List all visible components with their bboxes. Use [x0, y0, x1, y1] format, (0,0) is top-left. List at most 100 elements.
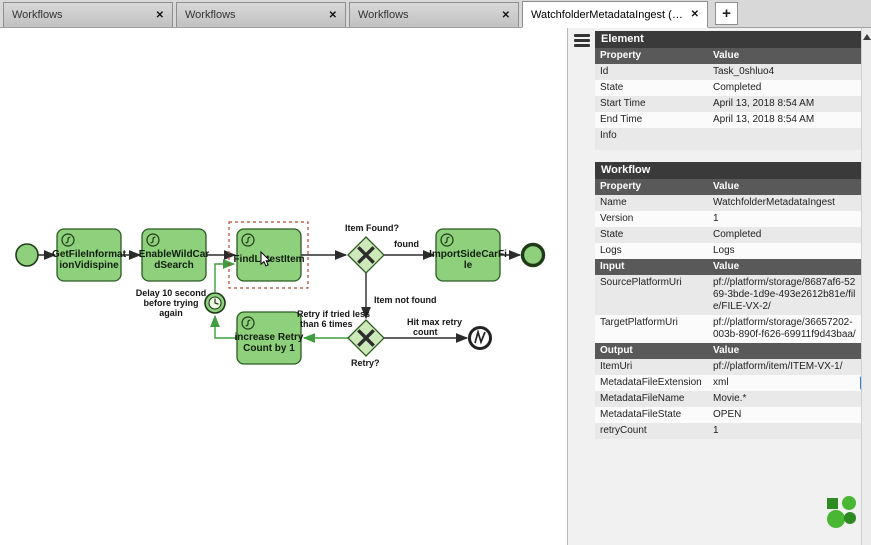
script-task-icon	[61, 233, 75, 247]
output-col-header: Output	[595, 343, 708, 359]
flow-label-hit-max-retry: count	[413, 327, 438, 337]
scroll-up-arrow[interactable]	[863, 34, 871, 40]
value-cell: April 13, 2018 8:54 AM	[708, 96, 861, 112]
value-cell: xml	[708, 375, 861, 391]
close-icon[interactable]: ✕	[155, 9, 164, 21]
task-label: ionVidispine	[59, 260, 119, 271]
logs-link[interactable]: Logs	[708, 243, 861, 259]
table-row: State Completed	[595, 227, 861, 243]
value-cell: April 13, 2018 8:54 AM	[708, 112, 861, 128]
gateway-retry[interactable]	[347, 319, 385, 357]
script-task-icon	[440, 233, 454, 247]
diagram-canvas[interactable]: GetFileInformat ionVidispine EnableWildC…	[0, 28, 567, 545]
close-icon[interactable]: ✕	[328, 9, 337, 21]
property-cell: Logs	[595, 243, 708, 259]
task-label: ImportSideCarFi	[429, 249, 507, 260]
value-cell: WatchfolderMetadataIngest	[708, 195, 861, 211]
task-label: EnableWildCar	[139, 249, 210, 260]
close-icon[interactable]: ✕	[690, 9, 699, 20]
property-cell: SourcePlatformUri	[595, 275, 708, 315]
close-icon[interactable]: ✕	[501, 9, 510, 21]
table-row: Id Task_0shluo4	[595, 64, 861, 80]
property-cell: retryCount	[595, 423, 708, 439]
value-cell: Completed	[708, 227, 861, 243]
flow-label-item-found: Item Found?	[345, 223, 399, 233]
task-label: le	[464, 260, 473, 271]
task-findlatestitem[interactable]: FindLatestItem	[228, 221, 309, 289]
task-importsidecarfile[interactable]: ImportSideCarFi le	[429, 228, 507, 282]
input-subheader-row: Input Value	[595, 259, 861, 275]
property-cell: Start Time	[595, 96, 708, 112]
new-tab-button[interactable]: +	[715, 2, 738, 25]
table-row: TargetPlatformUri pf://platform/storage/…	[595, 315, 861, 343]
value-cell: 1	[708, 423, 861, 439]
menu-icon[interactable]	[574, 34, 590, 47]
tab-workflows-2[interactable]: Workflows ✕	[176, 2, 346, 27]
mouse-cursor-icon	[260, 250, 272, 267]
element-properties-table: Property Value Id Task_0shluo4 State Com…	[595, 48, 861, 150]
property-cell: Info	[595, 128, 708, 150]
value-cell: Completed	[708, 80, 861, 96]
element-section-header: Element	[595, 31, 861, 48]
table-row: MetadataFileExtension xml	[595, 375, 861, 391]
property-col-header: Property	[595, 179, 708, 195]
vendor-logo	[826, 495, 860, 532]
task-label: dSearch	[154, 260, 193, 271]
start-event[interactable]	[15, 243, 39, 267]
table-row: Version 1	[595, 211, 861, 227]
flow-timer-to-findlatestitem[interactable]	[214, 259, 236, 292]
timer-event[interactable]	[204, 292, 226, 314]
timer-label: again	[159, 308, 183, 318]
flow-increasecount-to-timer[interactable]	[210, 314, 237, 339]
flow-label-retry-condition: than 6 times	[300, 319, 353, 329]
task-getfileinformationvidispine[interactable]: GetFileInformat ionVidispine	[52, 228, 127, 282]
task-enablewildcardsearch[interactable]: EnableWildCar dSearch	[139, 228, 210, 282]
value-cell: OPEN	[708, 407, 861, 423]
value-cell: pf://platform/item/ITEM-VX-1/	[708, 359, 861, 375]
value-cell: pf://platform/storage/8687af6-5269-3bde-…	[708, 275, 861, 315]
script-task-icon	[241, 316, 255, 330]
tab-watchfolder-metadata-ingest[interactable]: WatchfolderMetadataIngest (5c36741e-... …	[522, 1, 708, 28]
input-col-header: Input	[595, 259, 708, 275]
gateway-item-found[interactable]	[347, 236, 385, 274]
value-col-header: Value	[708, 343, 861, 359]
value-cell: pf://platform/storage/36657202-003b-890f…	[708, 315, 861, 343]
table-row: SourcePlatformUri pf://platform/storage/…	[595, 275, 861, 315]
properties-panel: Element Property Value Id Task_0shluo4 S…	[567, 28, 871, 545]
clipboard-icon[interactable]	[860, 376, 861, 390]
table-row: State Completed	[595, 80, 861, 96]
tab-workflows-1[interactable]: Workflows ✕	[3, 2, 173, 27]
table-row: retryCount 1	[595, 423, 861, 439]
tab-label: Workflows	[185, 9, 236, 21]
property-cell: State	[595, 80, 708, 96]
panel-scrollbar[interactable]	[861, 28, 871, 545]
plus-icon: +	[722, 5, 731, 22]
table-row: Name WatchfolderMetadataIngest	[595, 195, 861, 211]
value-col-header: Value	[708, 259, 861, 275]
timer-label: Delay 10 second	[136, 288, 207, 298]
tab-workflows-3[interactable]: Workflows ✕	[349, 2, 519, 27]
tab-label: Workflows	[12, 9, 63, 21]
main-content: GetFileInformat ionVidispine EnableWildC…	[0, 28, 871, 545]
property-cell: End Time	[595, 112, 708, 128]
flow-label-retry-condition: Retry if tried less	[297, 309, 370, 319]
value-col-header: Value	[708, 48, 861, 64]
table-row: MetadataFileName Movie.*	[595, 391, 861, 407]
error-end-event[interactable]	[468, 326, 492, 350]
table-row: Start Time April 13, 2018 8:54 AM	[595, 96, 861, 112]
value-text: xml	[713, 377, 729, 388]
table-row: End Time April 13, 2018 8:54 AM	[595, 112, 861, 128]
timer-label: before trying	[143, 298, 198, 308]
table-row: MetadataFileState OPEN	[595, 407, 861, 423]
end-event[interactable]	[520, 242, 546, 268]
property-cell: MetadataFileState	[595, 407, 708, 423]
table-header-row: Property Value	[595, 179, 861, 195]
tab-bar: Workflows ✕ Workflows ✕ Workflows ✕ Watc…	[0, 0, 871, 28]
table-row: Info	[595, 128, 861, 150]
value-cell	[708, 128, 861, 150]
flow-label-item-not-found: Item not found	[374, 295, 437, 305]
property-cell: Name	[595, 195, 708, 211]
task-increase-retry-count[interactable]: increase Retry Count by 1	[235, 311, 304, 365]
property-cell: Version	[595, 211, 708, 227]
